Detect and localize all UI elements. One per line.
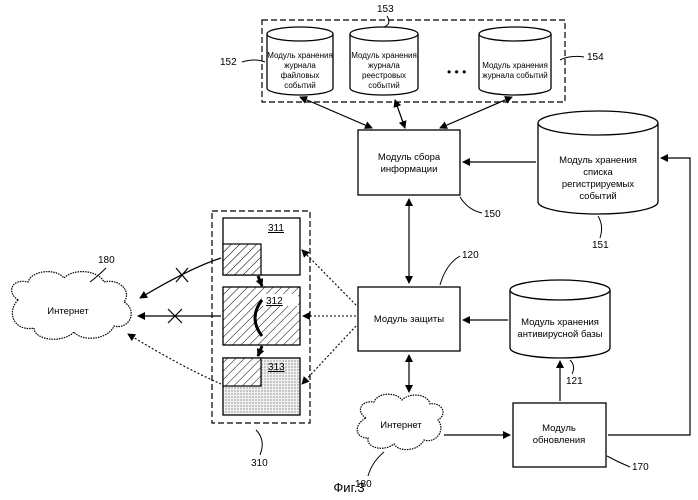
registered-events-storage: Модуль хранения списка регистрируемых со… — [538, 111, 658, 214]
ref-170: 170 — [632, 462, 649, 473]
journal-files-label-1: Модуль хранения — [267, 51, 333, 60]
leader-151 — [598, 216, 602, 238]
leader-121 — [570, 360, 574, 374]
leader-180-bottom — [368, 452, 384, 476]
internet-cloud-left: Интернет — [12, 272, 132, 340]
antivirus-label-1: Модуль хранения — [521, 317, 599, 328]
arrow-311-internet — [140, 258, 221, 298]
info-collector-module: Модуль сбора информации — [358, 130, 460, 195]
ref-180-left: 180 — [98, 255, 115, 266]
ref-312: 312 — [266, 296, 283, 307]
journal-events-label-1: Модуль хранения — [482, 61, 548, 70]
journal-registry-label-3: реестровых — [362, 71, 406, 80]
registered-label-4: событий — [579, 191, 616, 202]
internet-left-label: Интернет — [47, 306, 89, 317]
ellipsis: • • • — [447, 65, 466, 79]
ref-311: 311 — [268, 223, 284, 234]
journal-events-label-2: журнала событий — [482, 71, 547, 80]
journal-files-label-2: журнала — [284, 61, 316, 70]
update-label-1: Модуль — [542, 423, 576, 434]
arrow-journal-registry-collector — [395, 100, 405, 128]
journal-registry-label-4: событий — [368, 81, 399, 90]
ref-151: 151 — [592, 240, 609, 251]
registered-label-3: регистрируемых — [562, 179, 634, 190]
ref-120: 120 — [462, 250, 479, 261]
antivirus-db-storage: Модуль хранения антивирусной базы — [510, 280, 610, 358]
antivirus-label-2: антивирусной базы — [517, 329, 602, 340]
leader-154 — [560, 56, 584, 60]
inject-arrow-311 — [258, 276, 262, 286]
blocked-cross-1 — [176, 268, 188, 282]
journal-registry-label-2: журнала — [368, 61, 400, 70]
journal-files-label-3: файловых — [281, 71, 320, 80]
process-313: 313 — [223, 358, 300, 415]
journal-files-label-4: событий — [284, 81, 315, 90]
collector-label-2: информации — [381, 164, 438, 175]
journal-events-storage: Модуль хранения журнала событий — [479, 27, 551, 95]
registered-label-1: Модуль хранения — [559, 155, 637, 166]
internet-cloud-bottom: Интернет — [357, 394, 443, 449]
inject-arrow-313 — [258, 346, 262, 356]
update-module: Модуль обновления — [513, 403, 606, 467]
leader-153 — [384, 16, 389, 27]
collector-label-1: Модуль сбора — [378, 152, 441, 163]
registered-label-2: списка — [583, 167, 613, 178]
leader-120 — [440, 256, 460, 285]
protection-label: Модуль защиты — [374, 314, 444, 325]
ref-153: 153 — [377, 4, 394, 15]
figure-caption: Фиг.3 — [333, 480, 364, 495]
internet-bottom-label: Интернет — [380, 420, 422, 431]
leader-310 — [256, 430, 262, 455]
leader-150 — [460, 197, 482, 213]
leader-170 — [607, 456, 630, 467]
process-311: 311 — [223, 218, 300, 275]
ref-150: 150 — [484, 209, 501, 220]
ref-154: 154 — [587, 52, 604, 63]
ref-310: 310 — [251, 458, 268, 469]
journal-files-storage: Модуль хранения журнала файловых событий — [267, 27, 333, 95]
journal-registry-storage: Модуль хранения журнала реестровых событ… — [350, 27, 418, 95]
protection-module: Модуль защиты — [358, 287, 460, 351]
ref-121: 121 — [566, 376, 583, 387]
ref-152: 152 — [220, 57, 237, 68]
update-label-2: обновления — [533, 435, 586, 446]
arrow-313-internet — [128, 334, 221, 384]
ref-313: 313 — [268, 362, 285, 373]
journal-registry-label-1: Модуль хранения — [351, 51, 417, 60]
